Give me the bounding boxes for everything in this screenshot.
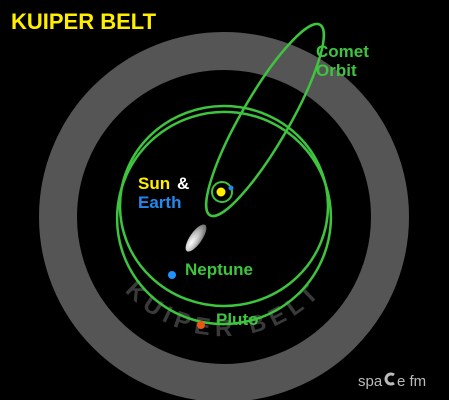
earth-label: Earth — [138, 193, 181, 212]
kuiper-belt-ring — [39, 32, 409, 400]
pluto-label: Pluto — [216, 310, 259, 329]
logo-text-prefix: spa — [358, 373, 383, 390]
space-fm-logo: spa e fm — [358, 372, 426, 390]
comet-orbit — [204, 22, 326, 218]
sun-label: Sun — [138, 174, 170, 193]
neptune-dot — [168, 271, 176, 279]
neptune-label: Neptune — [185, 260, 253, 279]
comet-orbit-label-line1: Comet — [316, 42, 369, 61]
earth-dot — [228, 185, 234, 191]
pluto-orbit — [115, 110, 333, 326]
ampersand-label: & — [177, 174, 189, 193]
neptune-orbit — [118, 104, 330, 308]
logo-text-suffix: e fm — [397, 373, 426, 390]
pluto-dot — [197, 321, 205, 329]
page-title: KUIPER BELT — [11, 9, 157, 34]
earth-orbit — [211, 181, 233, 203]
comet-icon — [185, 224, 207, 252]
sun-dot — [216, 187, 226, 197]
logo-c-icon — [384, 372, 395, 386]
comet-orbit-label-line2: Orbit — [316, 61, 357, 80]
